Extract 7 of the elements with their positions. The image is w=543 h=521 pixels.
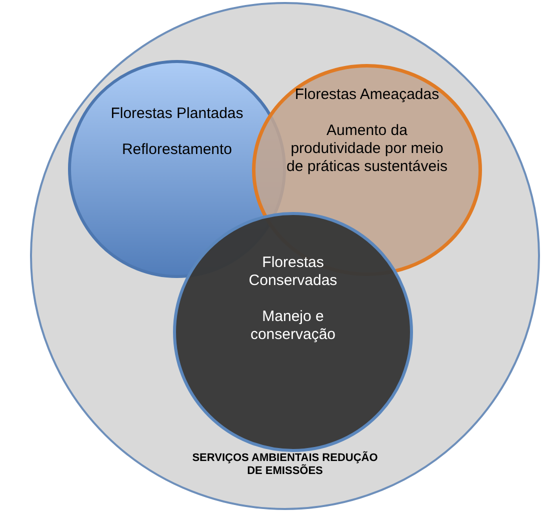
circle-description: Reflorestamento [122,141,232,159]
circle-title: Florestas Ameaçadas [294,86,440,104]
circle-caption: SERVIÇOS AMBIENTAIS REDUÇÃO DE EMISSÕES [191,452,379,478]
circle-title: Florestas Conservadas [248,254,338,290]
circle-description: Aumento da produtividade por meio de práticas sustentáveis [286,122,448,176]
circle-description: Manejo e conservação [249,308,337,344]
circle-title: Florestas Plantadas [110,105,244,123]
